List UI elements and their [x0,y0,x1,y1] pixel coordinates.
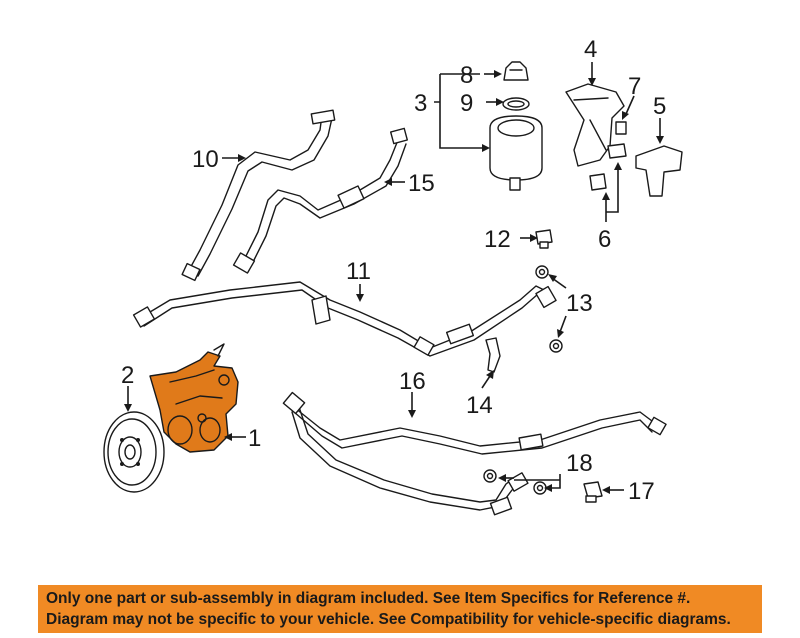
part-3-reservoir [489,115,543,191]
part-7-clip [615,121,627,135]
parts-diagram: 1 2 3 4 5 6 7 8 9 10 11 12 13 14 15 16 1… [103,36,683,516]
part-5-mount [635,145,683,197]
callout-13: 13 [566,290,593,317]
part-1-power-steering-pump [149,343,239,453]
disclaimer-line-2: Diagram may not be specific to your vehi… [46,611,731,628]
callout-15: 15 [408,170,435,197]
callout-17: 17 [628,478,655,505]
part-16-lines [282,391,667,516]
part-6-grommets [589,143,627,191]
callout-labels: 1 2 3 4 5 6 7 8 9 10 11 12 13 14 15 16 1… [121,36,666,505]
part-18-washers [483,469,547,495]
leader-lines [124,62,664,494]
callout-12: 12 [484,226,511,253]
part-9-seal [502,97,530,111]
callout-8: 8 [460,62,473,89]
disclaimer-banner: Only one part or sub-assembly in diagram… [38,585,762,633]
part-11-pressure-line [132,281,557,357]
callout-2: 2 [121,362,134,389]
part-14-bracket [485,337,501,373]
callout-7: 7 [628,73,641,100]
part-15-hose [232,127,409,274]
callout-9: 9 [460,90,473,117]
callout-1: 1 [248,425,261,452]
disclaimer-line-1: Only one part or sub-assembly in diagram… [46,590,691,607]
part-10-return-hose [181,109,336,282]
part-13-washers [535,265,563,353]
callout-14: 14 [466,392,493,419]
callout-11: 11 [346,258,371,285]
callout-6: 6 [598,226,611,253]
callout-18: 18 [566,450,593,477]
callout-16: 16 [399,368,426,395]
callout-3: 3 [414,90,427,117]
callout-10: 10 [192,146,219,173]
callout-4: 4 [584,36,597,63]
part-12-fitting [535,229,553,249]
part-8-cap [503,61,529,81]
part-17-fitting [583,481,603,503]
part-2-pulley [103,411,165,493]
callout-5: 5 [653,93,666,120]
